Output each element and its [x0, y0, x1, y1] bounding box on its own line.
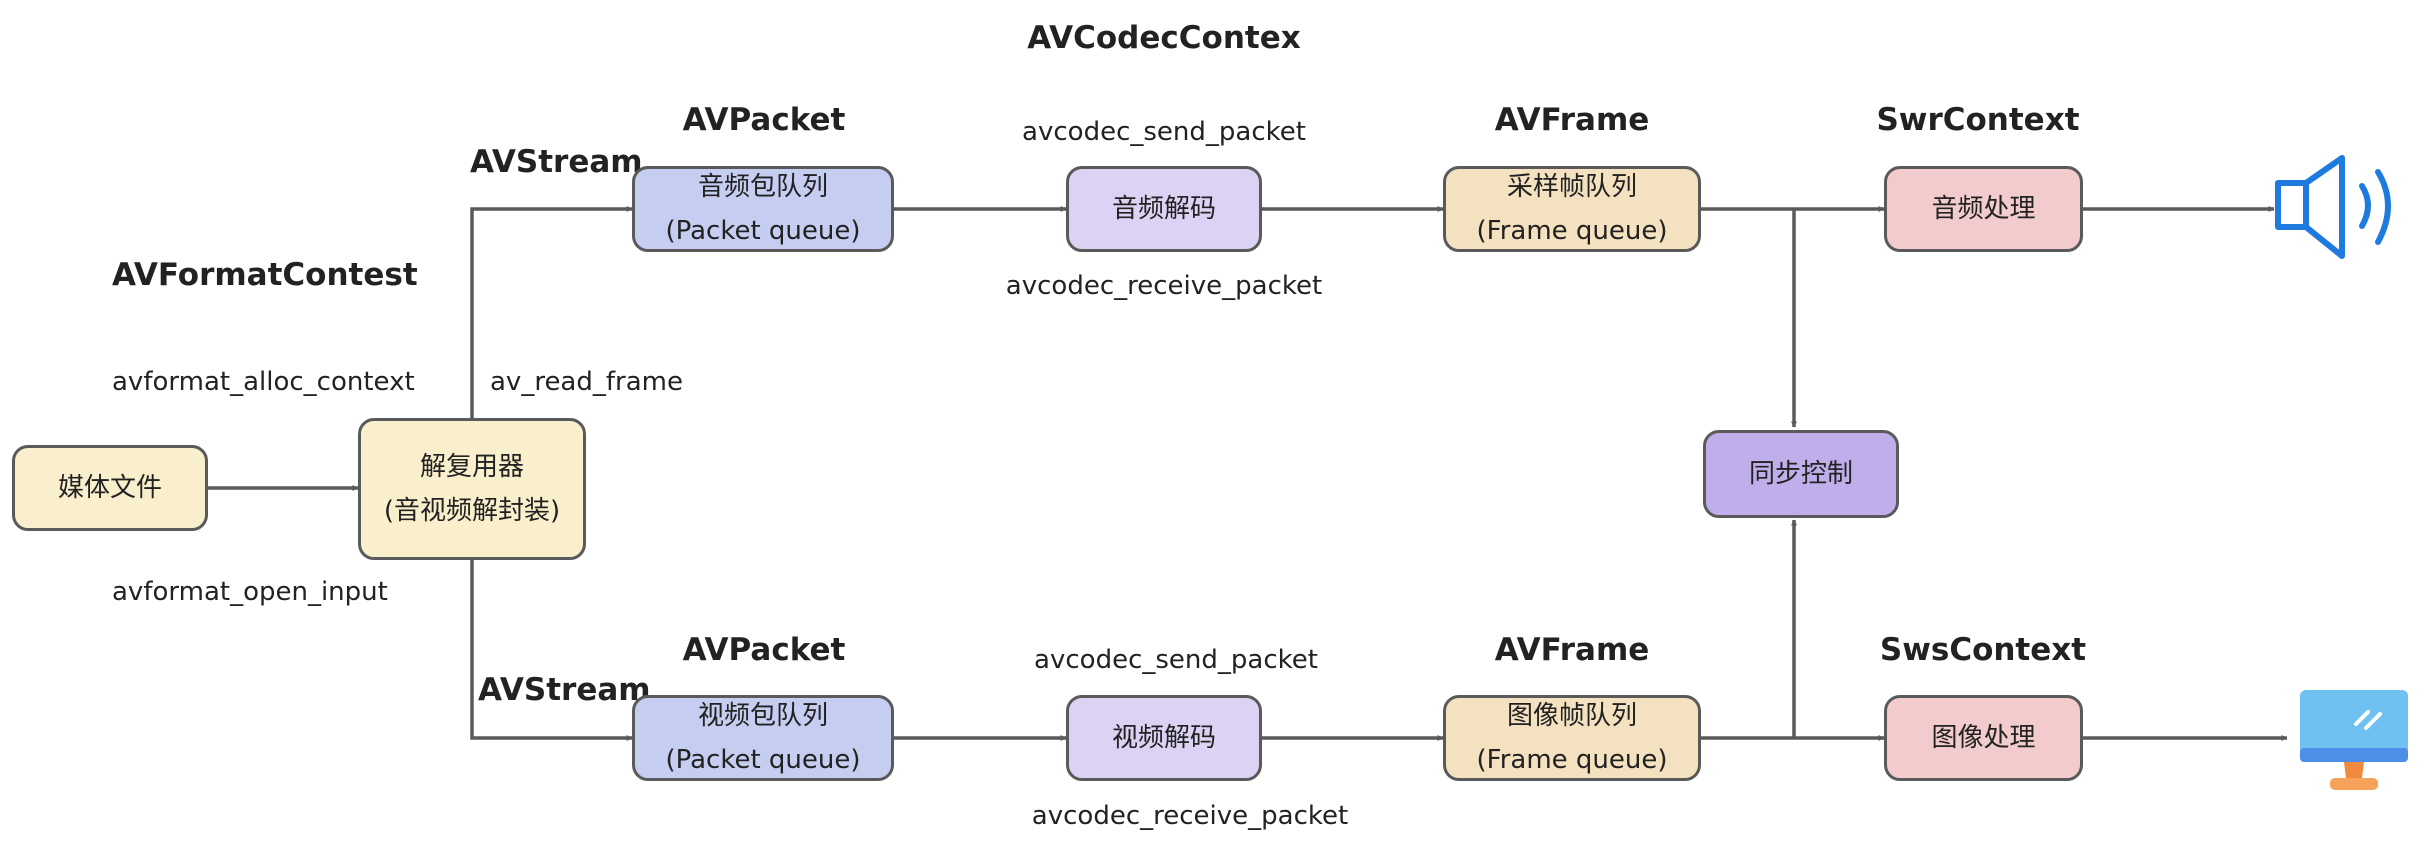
sync-control-node: 同步控制 — [1703, 430, 1899, 518]
video-packet-queue-node: 视频包队列 (Packet queue) — [632, 695, 894, 781]
audio-packet-queue-title: 音频包队列 — [697, 172, 828, 202]
audio-process-node: 音频处理 — [1884, 166, 2083, 252]
video-packet-queue-title: 视频包队列 — [697, 701, 828, 731]
image-frame-queue-title: 图像帧队列 — [1506, 701, 1637, 731]
image-process-text: 图像处理 — [1931, 723, 2036, 753]
receive-packet-top-label: avcodec_receive_packet — [1005, 271, 1323, 301]
sws-context-label: SwsContext — [1879, 632, 2087, 668]
sample-frame-queue-node: 采样帧队列 (Frame queue) — [1443, 166, 1701, 252]
alloc-context-label: avformat_alloc_context — [112, 367, 415, 397]
sync-control-text: 同步控制 — [1748, 459, 1853, 489]
audio-packet-queue-subtitle: (Packet queue) — [665, 216, 861, 246]
format-context-label: AVFormatContest — [112, 257, 418, 293]
avframe-top-label: AVFrame — [1494, 102, 1650, 138]
sample-frame-queue-title: 采样帧队列 — [1506, 172, 1637, 202]
send-packet-top-label: avcodec_send_packet — [1022, 117, 1306, 147]
avstream-top-label: AVStream — [470, 144, 643, 180]
read-frame-label: av_read_frame — [490, 367, 683, 397]
avframe-bottom-label: AVFrame — [1494, 632, 1650, 668]
receive-packet-bottom-label: avcodec_receive_packet — [1031, 801, 1349, 831]
audio-decode-text: 音频解码 — [1111, 194, 1216, 224]
audio-decode-node: 音频解码 — [1066, 166, 1262, 252]
swr-context-label: SwrContext — [1876, 102, 2080, 138]
video-decode-text: 视频解码 — [1111, 723, 1216, 753]
image-process-node: 图像处理 — [1884, 695, 2083, 781]
media-file-text: 媒体文件 — [57, 473, 162, 503]
audio-packet-queue-node: 音频包队列 (Packet queue) — [632, 166, 894, 252]
audio-process-text: 音频处理 — [1931, 194, 2036, 224]
avpacket-bottom-label: AVPacket — [682, 632, 846, 668]
image-frame-queue-subtitle: (Frame queue) — [1476, 745, 1668, 775]
media-file-node: 媒体文件 — [12, 445, 208, 531]
speaker-icon — [2275, 155, 2391, 259]
demuxer-subtitle: (音视频解封装) — [383, 496, 561, 526]
avstream-bottom-label: AVStream — [478, 672, 651, 708]
edge-demuxer-to-video-queue — [470, 560, 633, 741]
codec-context-title: AVCodecContex — [1027, 20, 1301, 56]
demuxer-node: 解复用器 (音视频解封装) — [358, 418, 586, 560]
demuxer-title: 解复用器 — [419, 452, 524, 482]
open-input-label: avformat_open_input — [112, 577, 388, 607]
edge-demuxer-to-audio-queue — [470, 206, 633, 418]
image-frame-queue-node: 图像帧队列 (Frame queue) — [1443, 695, 1701, 781]
avpacket-top-label: AVPacket — [682, 102, 846, 138]
send-packet-bottom-label: avcodec_send_packet — [1034, 645, 1318, 675]
video-packet-queue-subtitle: (Packet queue) — [665, 745, 861, 775]
monitor-icon — [2300, 690, 2408, 790]
video-decode-node: 视频解码 — [1066, 695, 1262, 781]
sample-frame-queue-subtitle: (Frame queue) — [1476, 216, 1668, 246]
